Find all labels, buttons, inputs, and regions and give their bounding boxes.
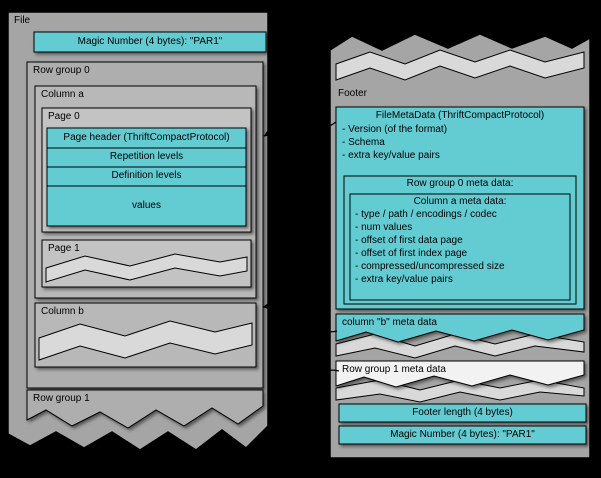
column-b-torn-strip xyxy=(38,320,253,361)
column-a-meta-line-extra: - extra key/value pairs xyxy=(355,274,453,285)
row-group-0-label: Row group 0 xyxy=(33,65,90,76)
definition-levels-label: Definition levels xyxy=(111,170,182,181)
arrow-file-metadata-to-page-header xyxy=(263,121,337,137)
footer-length-label: Footer length (4 bytes) xyxy=(412,407,513,418)
values-cell xyxy=(46,185,247,227)
magic-number-bar-file xyxy=(33,31,267,53)
column-b-meta-bar xyxy=(335,313,585,343)
footer-torn-top-strip xyxy=(335,49,585,81)
column-a-meta-line-sizes: - compressed/uncompressed size xyxy=(355,261,505,272)
row-group-1-box xyxy=(26,389,264,429)
file-metadata-line-schema: - Schema xyxy=(342,137,385,148)
row-group-1-meta-bar xyxy=(335,360,585,388)
column-b-meta-torn-strip xyxy=(335,333,585,359)
column-a-label: Column a xyxy=(41,89,84,100)
page-0-cells xyxy=(46,127,247,227)
values-label: values xyxy=(132,200,161,211)
footer-label: Footer xyxy=(338,88,367,99)
file-metadata-line-version: - Version (of the format) xyxy=(342,124,448,135)
file-label: File xyxy=(14,15,31,26)
arrows xyxy=(262,121,340,403)
repetition-levels-label: Repetition levels xyxy=(109,151,184,162)
column-a-meta-line-num-values: - num values xyxy=(355,222,413,233)
page-header-label: Page header (ThriftCompactProtocol) xyxy=(63,132,230,143)
file-metadata-line-extra: - extra key/value pairs xyxy=(342,150,440,161)
column-a-meta-line-type: - type / path / encodings / codec xyxy=(355,209,497,220)
arrow-column-b-meta-to-column-b xyxy=(262,301,338,333)
column-a-meta-line-index-page-offset: - offset of first index page xyxy=(355,248,468,259)
page-1-torn-strip xyxy=(45,253,248,283)
page-0-label: Page 0 xyxy=(48,111,80,122)
page-1-label: Page 1 xyxy=(48,243,80,254)
magic-number-file-label: Magic Number (4 bytes): "PAR1" xyxy=(77,36,223,47)
column-a-meta-box xyxy=(349,193,571,301)
column-b-label: Column b xyxy=(41,306,84,317)
magic-number-bar-footer xyxy=(338,425,587,445)
column-b-meta-label: column "b" meta data xyxy=(342,317,437,328)
file-metadata-title: FileMetaData (ThriftCompactProtocol) xyxy=(375,110,545,121)
column-a-meta-line-data-page-offset: - offset of first data page xyxy=(355,235,463,246)
row-group-1-meta-label: Row group 1 meta data xyxy=(342,364,446,375)
row-group-0-meta-title: Row group 0 meta data: xyxy=(406,178,514,189)
row-group-1-label: Row group 1 xyxy=(33,393,90,404)
arrow-row-group-1-meta-to-row-group-1 xyxy=(268,369,340,403)
footer-length-bar xyxy=(338,403,587,423)
magic-number-footer-label: Magic Number (4 bytes): "PAR1" xyxy=(390,429,535,440)
column-a-meta-title: Column a meta data: xyxy=(413,196,507,207)
